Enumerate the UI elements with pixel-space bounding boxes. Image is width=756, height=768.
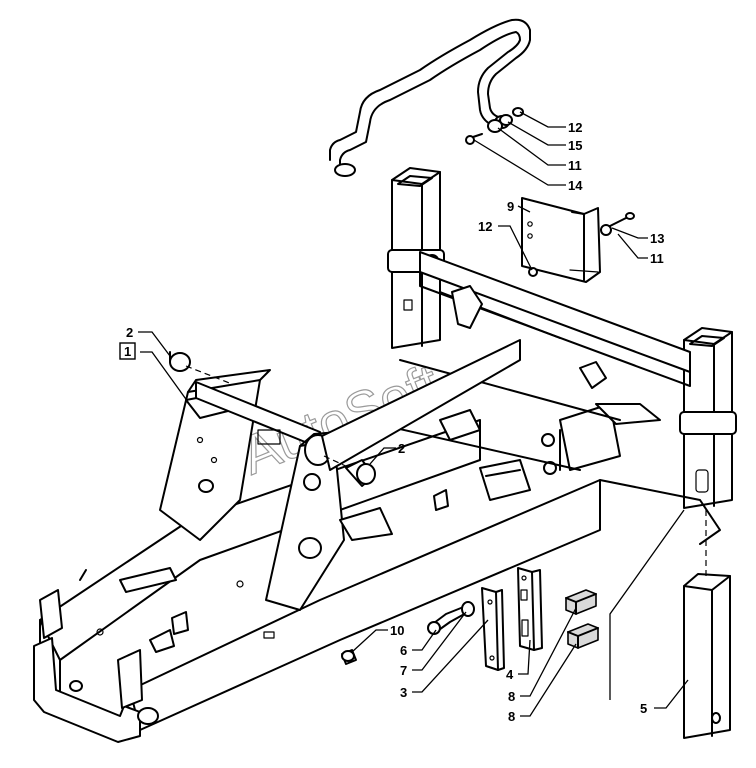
callout-15: 15 bbox=[568, 138, 582, 153]
callout-9: 9 bbox=[507, 199, 514, 214]
block-part-8-upper bbox=[565, 589, 597, 615]
callout-5: 5 bbox=[640, 701, 647, 716]
callout-11-mid: 11 bbox=[650, 251, 664, 266]
bent-rod-part bbox=[329, 18, 531, 177]
bolt-part-6 bbox=[427, 601, 475, 635]
post-5-guide-line bbox=[609, 509, 685, 700]
rear-cross-frame bbox=[419, 251, 691, 389]
callout-12-top: 12 bbox=[568, 120, 582, 135]
bolt-part-10 bbox=[341, 649, 357, 665]
callout-11-top: 11 bbox=[568, 158, 582, 173]
callout-13: 13 bbox=[650, 231, 664, 246]
leader-lines bbox=[138, 111, 689, 717]
callout-4: 4 bbox=[506, 667, 514, 682]
tower-assembly-part-1 bbox=[159, 339, 521, 611]
callout-8-upper: 8 bbox=[508, 689, 515, 704]
callout-12-mid: 12 bbox=[478, 219, 492, 234]
callout-3: 3 bbox=[400, 685, 407, 700]
post-part-5 bbox=[683, 573, 731, 739]
bushing-part-2-upper bbox=[169, 351, 233, 385]
block-part-8-lower bbox=[567, 623, 599, 649]
callout-2-lower: 2 bbox=[398, 441, 405, 456]
callout-14: 14 bbox=[568, 178, 583, 193]
callout-1: 1 bbox=[124, 344, 131, 359]
plate-part-4 bbox=[517, 567, 543, 651]
callout-7: 7 bbox=[400, 663, 407, 678]
callout-6: 6 bbox=[400, 643, 407, 658]
callout-10: 10 bbox=[390, 623, 404, 638]
callout-8-lower: 8 bbox=[508, 709, 515, 724]
plate-part-3 bbox=[481, 587, 505, 671]
rear-right-post bbox=[679, 327, 737, 509]
bushing-part-2-lower bbox=[323, 455, 376, 487]
callout-1-box bbox=[119, 342, 136, 360]
bracket-part-9 bbox=[521, 197, 635, 283]
callout-2-upper: 2 bbox=[126, 325, 133, 340]
callout-labels: 2 1 2 12 15 11 14 9 12 13 11 10 6 7 3 4 … bbox=[119, 120, 664, 724]
